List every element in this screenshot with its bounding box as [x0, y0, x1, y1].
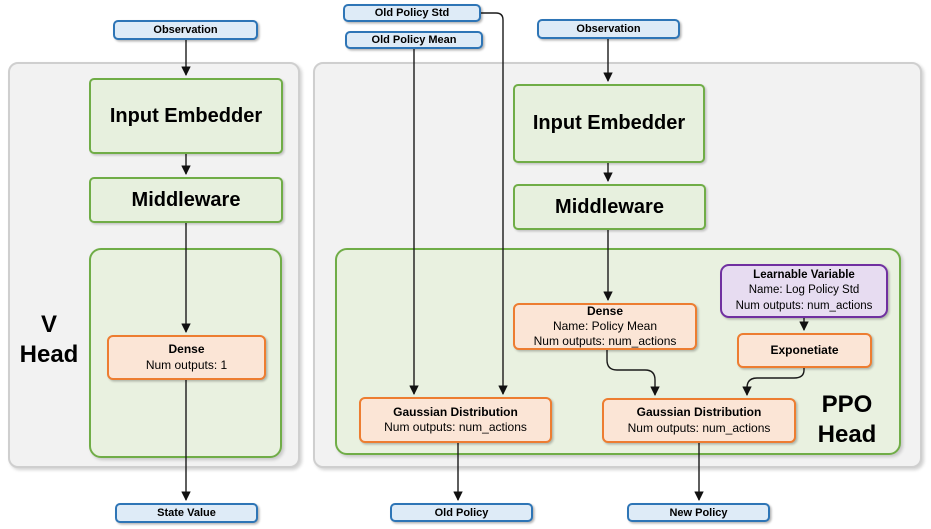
dense-title: Dense [168, 342, 205, 356]
old-policy-mean-input: Old Policy Mean [345, 31, 483, 49]
dense-policy-mean-node: Dense Name: Policy Mean Num outputs: num… [513, 303, 697, 350]
old-policy-label: Old Policy [434, 506, 489, 519]
observation-label: Observation [153, 24, 218, 36]
exponentiate-label: Exponetiate [770, 342, 839, 357]
input-embedder-label: Input Embedder [109, 104, 263, 127]
dense-v-node: Dense Num outputs: 1 [107, 335, 266, 380]
input-embedder-ppo: Input Embedder [513, 84, 705, 163]
ppo-head-title: PPO Head [798, 390, 896, 450]
v-head-title-line1: V [40, 311, 57, 338]
new-policy-label: New Policy [669, 506, 728, 519]
dense-outputs: Num outputs: 1 [145, 357, 228, 372]
middleware-v: Middleware [89, 177, 283, 223]
observation-label: Observation [576, 23, 641, 35]
old-policy-output: Old Policy [390, 503, 533, 522]
ppo-head-title-line1: PPO [821, 391, 873, 418]
v-head-title: V Head [10, 310, 88, 370]
gaussian-distribution-new-node: Gaussian Distribution Num outputs: num_a… [602, 398, 796, 443]
gaussian-title: Gaussian Distribution [393, 404, 518, 419]
old-policy-mean-label: Old Policy Mean [371, 34, 457, 46]
learnable-variable-name: Name: Log Policy Std [748, 284, 860, 297]
gaussian-outputs: Num outputs: num_actions [384, 420, 527, 434]
state-value-output: State Value [115, 503, 258, 523]
learnable-variable-node: Learnable Variable Name: Log Policy Std … [720, 264, 888, 318]
middleware-ppo: Middleware [513, 184, 706, 230]
observation-input-v: Observation [113, 20, 258, 40]
old-policy-std-label: Old Policy Std [374, 7, 450, 19]
v-head-title-line2: Head [19, 341, 79, 368]
gaussian-outputs: Num outputs: num_actions [627, 420, 771, 435]
input-embedder-label: Input Embedder [532, 112, 686, 134]
observation-input-ppo: Observation [537, 19, 680, 39]
learnable-variable-title: Learnable Variable [753, 268, 855, 281]
gaussian-distribution-old-node: Gaussian Distribution Num outputs: num_a… [359, 397, 552, 443]
gaussian-title: Gaussian Distribution [636, 405, 762, 419]
learnable-variable-outputs: Num outputs: num_actions [735, 299, 873, 312]
state-value-label: State Value [157, 507, 216, 519]
exponentiate-node: Exponetiate [737, 333, 872, 368]
dense-title: Dense [586, 304, 624, 318]
ppo-head-title-line2: Head [817, 421, 877, 448]
middleware-label: Middleware [555, 195, 664, 218]
dense-outputs: Num outputs: num_actions [533, 334, 677, 348]
new-policy-output: New Policy [627, 503, 770, 522]
old-policy-std-input: Old Policy Std [343, 4, 481, 22]
dense-name: Name: Policy Mean [552, 319, 658, 333]
middleware-label: Middleware [131, 188, 241, 211]
input-embedder-v: Input Embedder [89, 78, 283, 154]
